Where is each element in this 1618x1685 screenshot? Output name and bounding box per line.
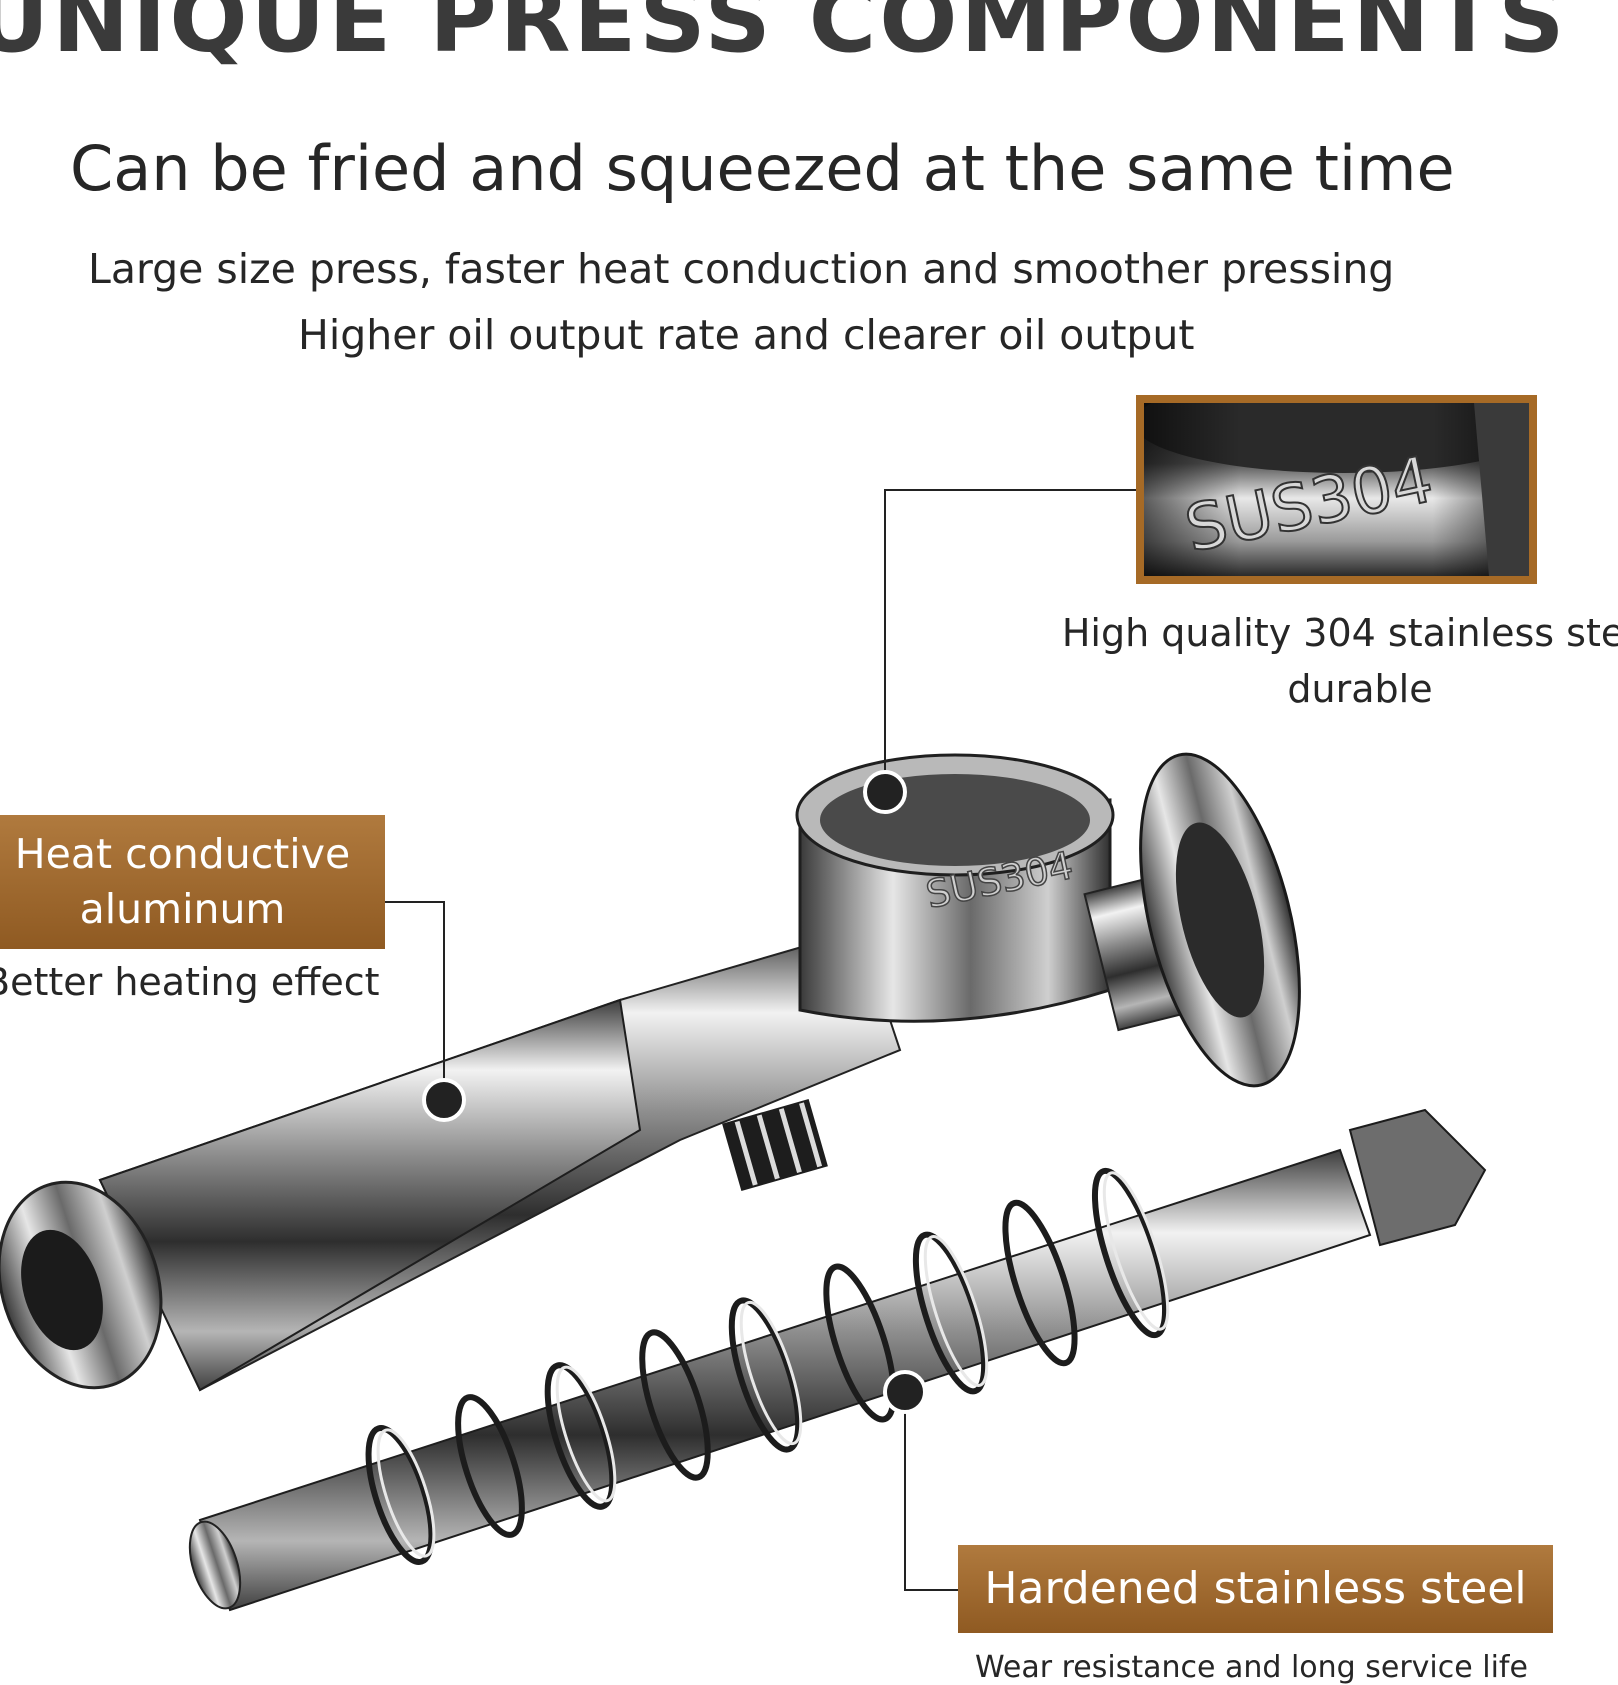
sus304-zoom-image: SUS304 (1144, 403, 1529, 576)
leader-lines (385, 489, 1136, 1591)
sus304-zoom-frame: SUS304 (1136, 395, 1537, 584)
feature-line-2: Higher oil output rate and clearer oil o… (298, 311, 1195, 359)
steel-note: Wear resistance and long service life (975, 1650, 1528, 1685)
sus304-note: High quality 304 stainless steel durable (1040, 605, 1618, 717)
aluminum-badge: Heat conductive aluminum (0, 815, 385, 949)
marker-sus304 (863, 770, 907, 814)
aluminum-badge-line-2: aluminum (79, 885, 286, 934)
steel-badge: Hardened stainless steel (958, 1545, 1553, 1633)
feature-line-1: Large size press, faster heat conduction… (88, 245, 1395, 293)
press-barrel (0, 928, 902, 1392)
marker-aluminum (422, 1078, 466, 1122)
marker-steel (883, 1370, 927, 1414)
leader-aluminum (385, 901, 445, 1100)
aluminum-note: Better heating effect (0, 960, 380, 1004)
sus304-note-line-1: High quality 304 stainless steel (1061, 611, 1618, 655)
screw-shaft (188, 1108, 1487, 1612)
end-flange (1083, 752, 1301, 1088)
aluminum-badge-line-1: Heat conductive (14, 830, 351, 878)
sus304-note-line-2: durable (1287, 667, 1433, 711)
headline-title: UNIQUE PRESS COMPONENTS (0, 0, 1568, 73)
hopper-cup: SUS304 (795, 753, 1115, 1023)
leader-sus304 (884, 489, 1136, 792)
subtitle: Can be fried and squeezed at the same ti… (70, 132, 1455, 205)
leader-steel (904, 1398, 958, 1591)
